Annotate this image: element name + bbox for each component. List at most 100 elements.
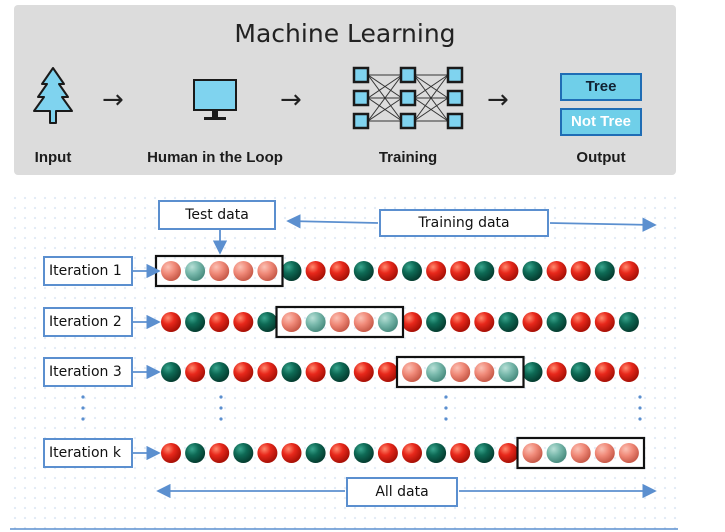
iteration-2-label: Iteration 2 (43, 307, 133, 337)
ellipsis-col-3 (444, 417, 448, 421)
iteration-k-label: Iteration k (43, 438, 133, 468)
test-data-point (426, 362, 447, 382)
ellipsis-col-1 (81, 395, 85, 399)
training-data-point (305, 443, 326, 463)
stage-label-input: Input (34, 149, 72, 166)
training-data-point (161, 443, 181, 463)
arrow-icon-3: → (487, 85, 509, 115)
stage-label-human-in-the-loop: Human in the Loop (147, 149, 283, 166)
training-data-point (305, 362, 326, 382)
ellipsis-col-3 (444, 395, 448, 399)
training-data-point (522, 362, 543, 382)
training-data-point (353, 443, 374, 463)
cross-validation-svg (10, 214, 678, 530)
test-data-point (161, 261, 181, 281)
test-data-point (377, 312, 398, 332)
training-data-point (257, 312, 278, 332)
test-data-point (594, 443, 615, 463)
training-data-point (233, 362, 254, 382)
training-data-point (570, 362, 591, 382)
training-data-point (305, 261, 326, 281)
ellipsis-col-1 (81, 406, 85, 410)
training-data-point (498, 443, 519, 463)
ellipsis-col-4 (638, 406, 642, 410)
training-data-point (618, 362, 639, 382)
training-data-point (329, 443, 350, 463)
ellipsis-col-4 (638, 417, 642, 421)
training-data-point (402, 312, 422, 332)
test-data-point (353, 312, 374, 332)
training-data-point (209, 312, 230, 332)
training-data-point (281, 261, 302, 281)
ellipsis-col-2 (219, 406, 223, 410)
training-data-point (594, 312, 615, 332)
training-data-point (522, 261, 543, 281)
training-data-point (281, 443, 302, 463)
training-data-point (618, 261, 639, 281)
test-data-point (185, 261, 206, 281)
training-data-point (498, 312, 519, 332)
cross-validation-diagram: Test data Training data All data Iterati… (10, 193, 678, 532)
training-data-point (402, 443, 422, 463)
test-data-point (329, 312, 350, 332)
training-data-point (161, 362, 181, 382)
test-data-point (305, 312, 326, 332)
training-data-point (185, 362, 206, 382)
training-data-point (450, 443, 471, 463)
training-data-point (281, 362, 302, 382)
training-data-point (329, 261, 350, 281)
training-data-point (377, 261, 398, 281)
test-data-point (498, 362, 519, 382)
arrow-icon-2: → (280, 85, 302, 115)
training-data-point (594, 261, 615, 281)
ellipsis-col-2 (219, 395, 223, 399)
stage-label-output: Output (576, 149, 626, 166)
training-data-point (426, 261, 447, 281)
monitor-icon (193, 79, 237, 120)
test-data-point (281, 312, 302, 332)
training-data-point (329, 362, 350, 382)
training-data-point (522, 312, 543, 332)
training-data-point (377, 443, 398, 463)
test-fold-window (395, 355, 525, 389)
training-data-point (426, 312, 447, 332)
training-data-point (546, 261, 567, 281)
training-data-point (474, 312, 495, 332)
training-data-point (233, 312, 254, 332)
training-data-point (353, 362, 374, 382)
training-data-point (570, 261, 591, 281)
training-data-point (257, 362, 278, 382)
training-data-label: Training data (379, 209, 549, 237)
tree-icon (33, 67, 73, 124)
test-data-point (474, 362, 495, 382)
test-fold-window (275, 305, 405, 339)
stage-label-training: Training (378, 149, 438, 166)
training-data-point (377, 362, 398, 382)
training-data-point (450, 261, 471, 281)
test-data-point (209, 261, 230, 281)
test-data-point (618, 443, 639, 463)
training-data-point (474, 443, 495, 463)
arrow-icon-1: → (102, 85, 124, 115)
training-data-point (570, 312, 591, 332)
test-data-point (570, 443, 591, 463)
training-data-point (185, 443, 206, 463)
training-data-point (209, 362, 230, 382)
training-data-point (498, 261, 519, 281)
test-data-label: Test data (158, 200, 276, 230)
neural-network-icon (352, 66, 464, 130)
ellipsis-col-1 (81, 417, 85, 421)
training-data-point (474, 261, 495, 281)
training-data-point (450, 312, 471, 332)
test-data-point (402, 362, 422, 382)
training-data-point (257, 443, 278, 463)
training-data-point (233, 443, 254, 463)
iteration-1-label: Iteration 1 (43, 256, 133, 286)
iteration-3-label: Iteration 3 (43, 357, 133, 387)
test-fold-window (516, 436, 646, 470)
training-data-point (546, 312, 567, 332)
test-data-point (522, 443, 543, 463)
training-data-arrow-right (549, 217, 657, 232)
training-data-point (402, 261, 422, 281)
training-data-point (426, 443, 447, 463)
